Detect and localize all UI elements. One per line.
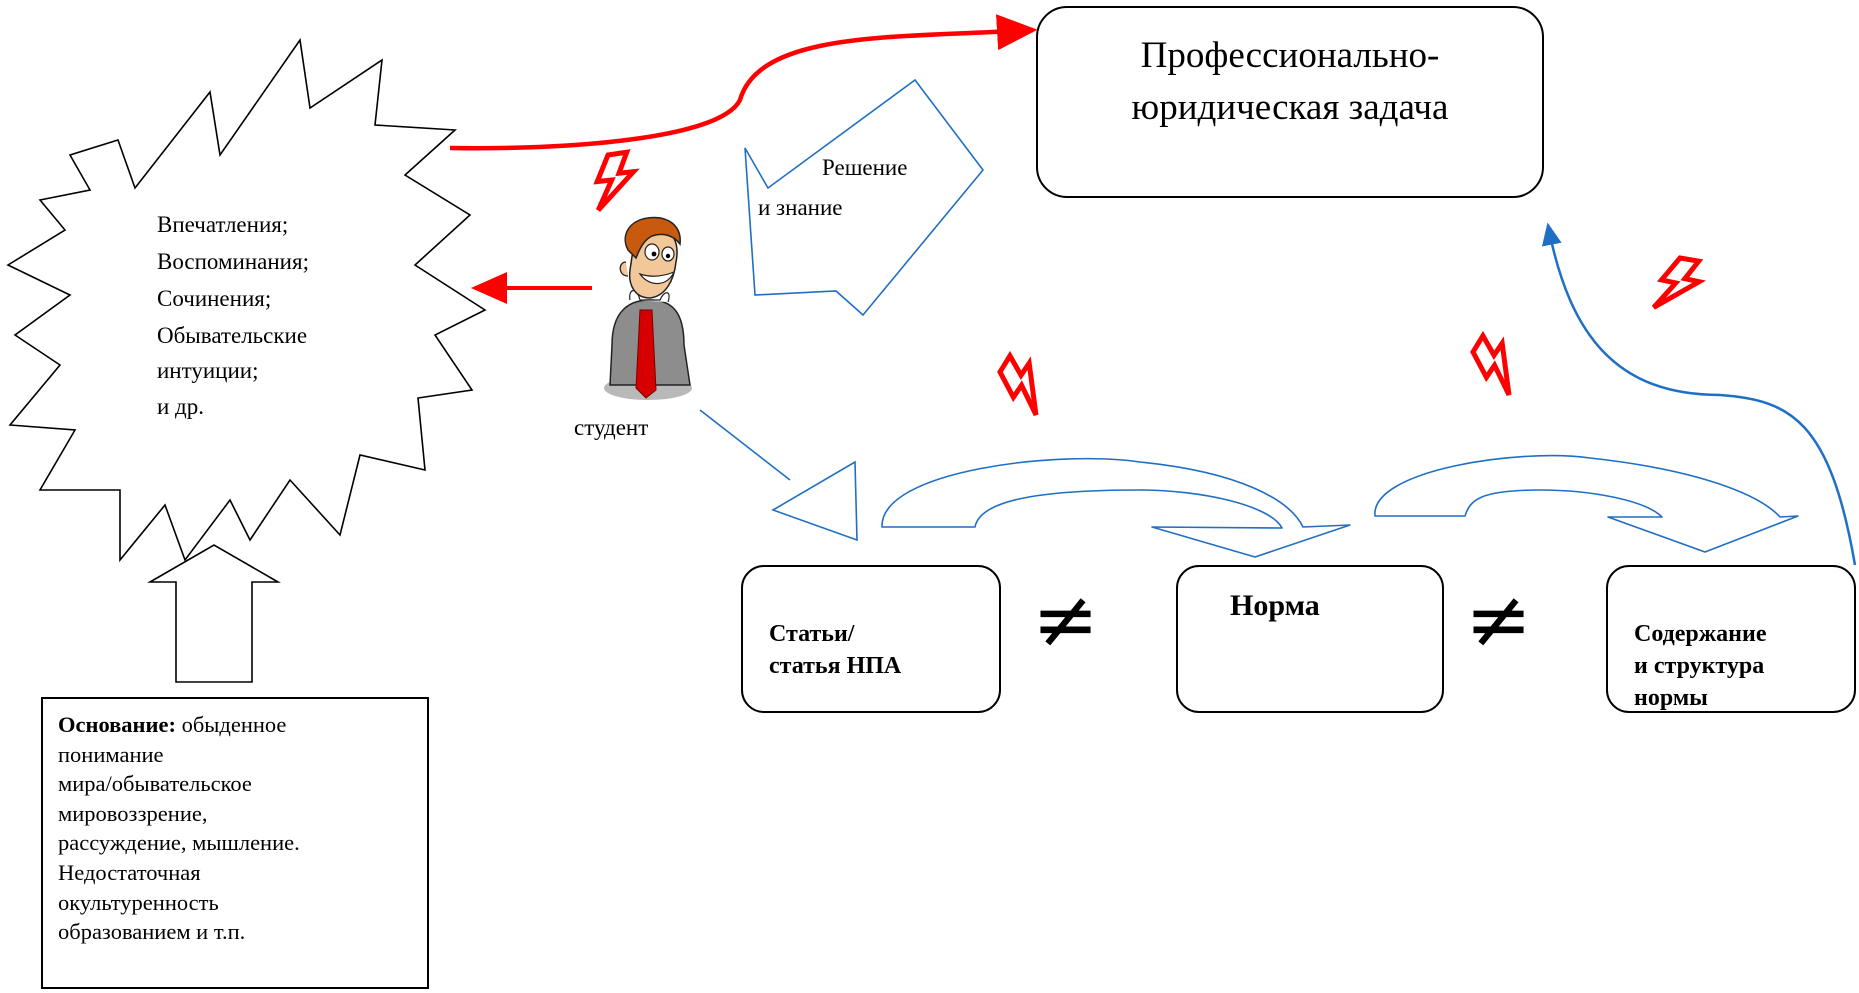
lightning-icon bbox=[1648, 250, 1707, 321]
student-label: студент bbox=[574, 415, 649, 440]
curved-arrow-norm-content bbox=[1374, 454, 1799, 553]
burst-line-2: Воспоминания; bbox=[157, 249, 309, 274]
basis-line-3: мира/обывательское bbox=[58, 771, 252, 797]
content-label-3: нормы bbox=[1634, 685, 1708, 711]
content-label-2: и структура bbox=[1634, 653, 1765, 679]
red-arrow-to-task bbox=[449, 14, 1038, 151]
basis-line-4: мировоззрение, bbox=[58, 800, 208, 826]
content-label-1: Содержание bbox=[1634, 621, 1767, 647]
blue-arrow-to-task bbox=[1541, 222, 1857, 566]
solution-arrow-label-2: и знание bbox=[758, 195, 843, 220]
task-title: Профессионально- юридическая задача bbox=[1040, 30, 1540, 134]
not-equal-symbol-1: ≠ bbox=[1032, 573, 1100, 666]
basis-line-6: Недостаточная bbox=[58, 859, 201, 885]
norm-label: Норма bbox=[1230, 589, 1320, 622]
solution-arrow bbox=[744, 78, 985, 317]
burst-line-5: интуиции; bbox=[157, 358, 259, 383]
impressions-burst bbox=[6, 37, 487, 563]
basis-line-1: обыденное bbox=[175, 712, 287, 737]
lightning-icon bbox=[592, 148, 636, 215]
curved-arrow-articles-norm bbox=[881, 457, 1351, 558]
up-arrow-basis bbox=[147, 544, 281, 683]
basis-box bbox=[41, 697, 429, 989]
not-equal-symbol-2: ≠ bbox=[1465, 573, 1533, 666]
burst-line-3: Сочинения; bbox=[157, 286, 272, 311]
burst-line-6: и др. bbox=[157, 394, 205, 419]
burst-line-4: Обывательские bbox=[157, 323, 308, 348]
task-title-line-1: Профессионально- bbox=[1140, 35, 1440, 76]
basis-line-7: окультуренность bbox=[58, 889, 219, 915]
basis-text: Основание: обыденное понимание мира/обыв… bbox=[58, 710, 413, 947]
lightning-icon bbox=[1465, 329, 1531, 398]
articles-label-1: Статьи/ bbox=[769, 621, 855, 647]
basis-line-2: понимание bbox=[58, 741, 164, 767]
basis-line-8: образованием и т.п. bbox=[58, 919, 246, 945]
basis-bold-label: Основание: bbox=[58, 712, 176, 737]
content-box bbox=[1606, 565, 1856, 713]
articles-box bbox=[741, 565, 1001, 713]
blue-arrowhead-articles bbox=[771, 460, 858, 542]
lightning-icon bbox=[992, 349, 1058, 418]
norm-box bbox=[1176, 565, 1444, 713]
student-figure-icon bbox=[604, 216, 692, 400]
basis-line-5: рассуждение, мышление. bbox=[58, 830, 300, 856]
task-title-line-2: юридическая задача bbox=[1131, 87, 1449, 128]
blue-arrow-to-articles bbox=[699, 409, 791, 481]
burst-line-1: Впечатления; bbox=[157, 212, 289, 237]
articles-label-2: статья НПА bbox=[769, 653, 902, 679]
task-box bbox=[1036, 6, 1544, 198]
solution-arrow-label-1: Решение bbox=[822, 155, 908, 180]
